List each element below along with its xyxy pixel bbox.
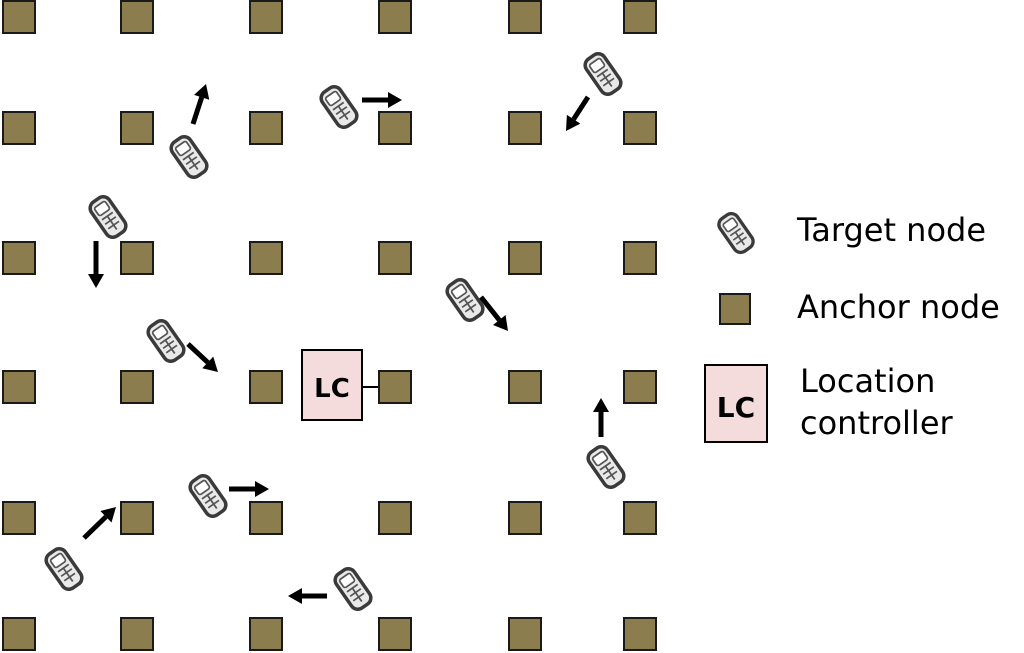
anchor-node-0-1 — [120, 0, 154, 34]
legend: LC — [704, 210, 768, 443]
anchor-node-4-1 — [120, 501, 154, 535]
target-node-4 — [442, 276, 488, 324]
anchor-node-4-0 — [2, 501, 36, 535]
movement-arrow-icon-3 — [88, 241, 104, 288]
anchor-node-2-2 — [249, 241, 283, 275]
target-node-6 — [583, 443, 629, 491]
anchor-node-1-5 — [623, 111, 657, 145]
legend-lc-line1: Location — [800, 362, 936, 400]
anchor-node-5-5 — [623, 617, 657, 651]
movement-arrow-icon-6 — [593, 398, 609, 437]
movement-arrow-icon-7 — [229, 481, 269, 497]
anchor-node-0-3 — [378, 0, 412, 34]
anchor-node-5-1 — [120, 617, 154, 651]
target-node-0 — [166, 133, 212, 181]
lc-label: LC — [314, 374, 350, 404]
anchor-node-0-2 — [249, 0, 283, 34]
anchor-node-3-3 — [378, 370, 412, 404]
movement-arrows — [82, 84, 609, 604]
anchor-node-5-2 — [249, 617, 283, 651]
movement-arrow-icon-8 — [82, 507, 116, 540]
anchor-node-4-5 — [623, 501, 657, 535]
anchor-node-2-1 — [120, 241, 154, 275]
anchor-node-2-3 — [378, 241, 412, 275]
anchor-node-5-0 — [2, 617, 36, 651]
movement-arrow-icon-4 — [479, 295, 508, 331]
anchor-node-0-5 — [623, 0, 657, 34]
anchor-node-1-2 — [249, 111, 283, 145]
anchor-node-3-4 — [508, 370, 542, 404]
anchor-node-3-0 — [2, 370, 36, 404]
anchor-node-2-0 — [2, 241, 36, 275]
legend-mobile-phone-icon — [714, 210, 758, 256]
location-controller: LC — [301, 349, 378, 421]
target-node-3 — [85, 193, 131, 241]
legend-lc-line2: controller — [800, 404, 953, 442]
anchor-node-4-3 — [378, 501, 412, 535]
anchor-node-5-3 — [378, 617, 412, 651]
legend-target-label: Target node — [797, 211, 987, 249]
movement-arrow-icon-5 — [186, 342, 218, 372]
lc-box — [301, 349, 363, 421]
anchor-node-3-2 — [249, 370, 283, 404]
movement-arrow-icon-1 — [362, 92, 402, 108]
legend-anchor-label: Anchor node — [797, 288, 1000, 326]
target-node-5 — [143, 317, 189, 365]
target-node-8 — [41, 545, 87, 593]
target-node-2 — [580, 50, 626, 98]
movement-arrow-icon-2 — [566, 95, 591, 131]
target-node-1 — [316, 83, 362, 131]
movement-arrow-icon-9 — [288, 588, 327, 604]
anchor-node-4-2 — [249, 501, 283, 535]
anchor-node-3-5 — [623, 370, 657, 404]
anchor-node-1-0 — [2, 111, 36, 145]
anchor-node-1-4 — [508, 111, 542, 145]
movement-arrow-icon-0 — [190, 84, 210, 125]
legend-lc-box — [704, 364, 768, 443]
anchor-node-0-0 — [2, 0, 36, 34]
anchor-node-3-1 — [120, 370, 154, 404]
target-node-7 — [185, 472, 231, 520]
anchor-node-2-4 — [508, 241, 542, 275]
legend-lc-box-label: LC — [717, 391, 755, 424]
anchor-node-2-5 — [623, 241, 657, 275]
anchor-node-1-1 — [120, 111, 154, 145]
anchor-node-5-4 — [508, 617, 542, 651]
anchor-node-1-3 — [378, 111, 412, 145]
anchor-grid — [2, 0, 657, 651]
anchor-node-4-4 — [508, 501, 542, 535]
anchor-node-0-4 — [508, 0, 542, 34]
legend-square-node-icon — [719, 293, 751, 325]
target-node-9 — [330, 565, 376, 613]
